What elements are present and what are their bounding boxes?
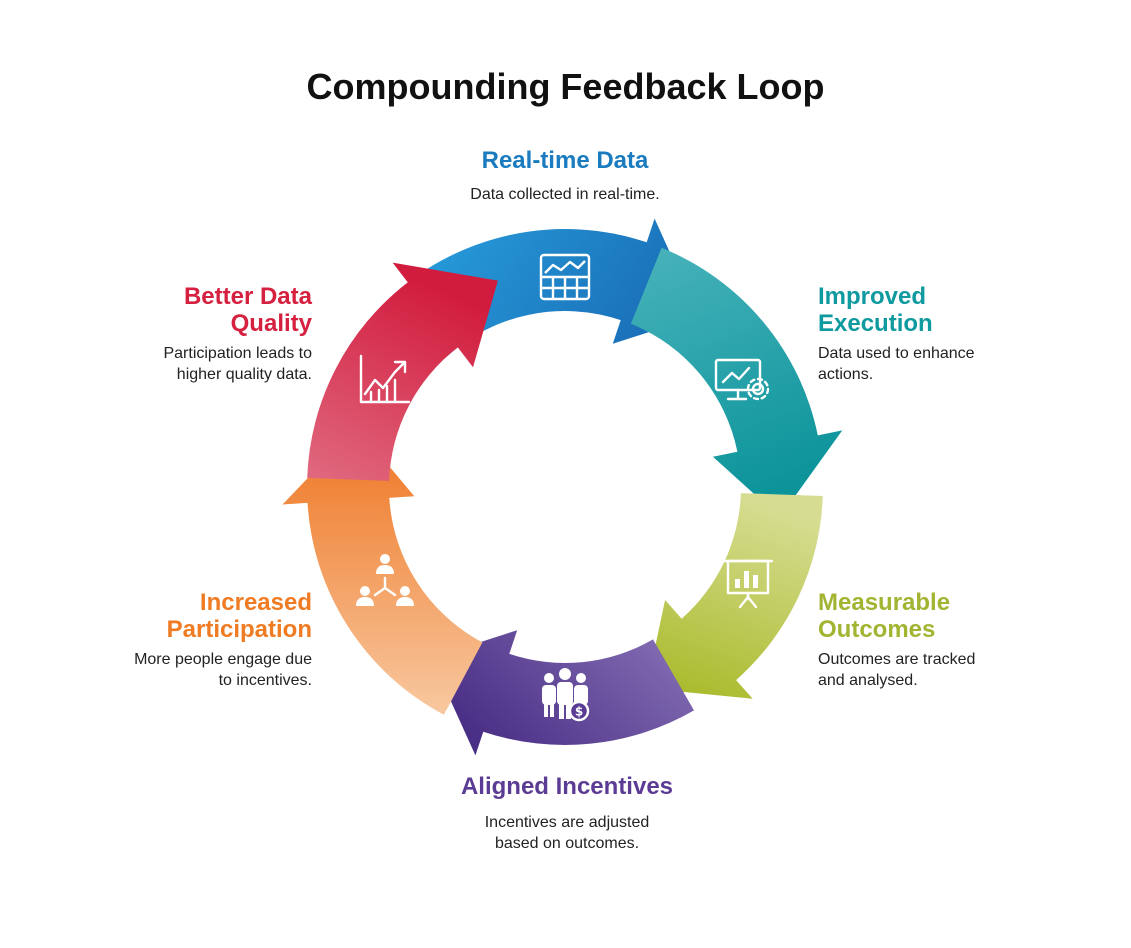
stage-description-line: Outcomes are tracked bbox=[818, 651, 976, 668]
stage-title-line: Increased bbox=[199, 589, 312, 616]
stage-title-line: Quality bbox=[230, 310, 312, 337]
stage-description-line: to incentives. bbox=[218, 672, 312, 689]
stage-title: Measurable Outcomes bbox=[818, 589, 1058, 643]
presentation-board-icon bbox=[722, 559, 774, 609]
stage-title-line: Better Data bbox=[183, 283, 312, 310]
stage-title-line: Measurable bbox=[818, 589, 951, 616]
diagram-title: Compounding Feedback Loop bbox=[306, 66, 825, 107]
stage-improved-execution: Improved Execution Data used to enhance … bbox=[818, 283, 1058, 385]
stage-description: Data used to enhance actions. bbox=[818, 343, 1058, 385]
stage-description: Incentives are adjusted based on outcome… bbox=[367, 812, 767, 854]
people-money-icon: $ bbox=[542, 668, 590, 722]
arrow-better-data-quality bbox=[307, 262, 498, 481]
stage-description: More people engage due to incentives. bbox=[72, 649, 312, 691]
stage-description: Participation leads to higher quality da… bbox=[72, 343, 312, 385]
arrow-measurable-outcomes bbox=[646, 493, 823, 699]
stage-title-line: Outcomes bbox=[818, 616, 936, 643]
stage-description-line: Data used to enhance bbox=[818, 345, 975, 362]
stage-title-line: Improved bbox=[818, 283, 927, 310]
stage-increased-participation: Increased Participation More people enga… bbox=[72, 589, 312, 691]
stage-title: Better Data Quality bbox=[72, 283, 312, 337]
stage-title: Aligned Incentives bbox=[460, 773, 674, 800]
stage-title: Increased Participation bbox=[72, 589, 312, 643]
stage-description: Outcomes are tracked and analysed. bbox=[818, 649, 1058, 691]
stage-title-line: Execution bbox=[818, 310, 933, 337]
stage-description-line: More people engage due bbox=[134, 651, 312, 668]
growth-chart-icon bbox=[359, 354, 411, 404]
monitor-gear-icon bbox=[714, 358, 770, 401]
stage-better-data-quality: Better Data Quality Participation leads … bbox=[72, 283, 312, 385]
svg-text:$: $ bbox=[575, 705, 583, 719]
stage-description-line: and analysed. bbox=[818, 672, 918, 689]
stage-description-line: based on outcomes. bbox=[494, 835, 640, 852]
arrow-improved-execution bbox=[630, 247, 843, 518]
spreadsheet-chart-icon bbox=[539, 253, 591, 301]
stage-title: Improved Execution bbox=[818, 283, 1058, 337]
stage-description-line: actions. bbox=[818, 366, 874, 383]
stage-description-line: Participation leads to bbox=[163, 345, 312, 362]
people-network-icon bbox=[356, 554, 414, 606]
stage-description-line: Incentives are adjusted bbox=[484, 814, 650, 831]
stage-description-line: higher quality data. bbox=[176, 366, 312, 383]
stage-description: Data collected in real-time. bbox=[470, 186, 660, 203]
stage-title-line: Participation bbox=[166, 616, 312, 643]
stage-real-time-data: Real-time Data Data collected in real-ti… bbox=[365, 147, 765, 205]
stage-aligned-incentives: Aligned Incentives Incentives are adjust… bbox=[367, 773, 767, 854]
stage-title: Real-time Data bbox=[481, 147, 649, 174]
stage-measurable-outcomes: Measurable Outcomes Outcomes are tracked… bbox=[818, 589, 1058, 691]
